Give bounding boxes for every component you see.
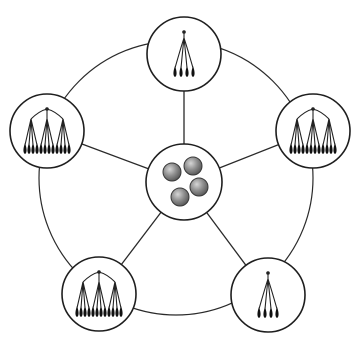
- satellite-circle: [62, 257, 136, 331]
- spoke-upper-right: [219, 145, 278, 168]
- satellite-lower-right: [231, 258, 305, 332]
- satellite-circle: [276, 94, 350, 168]
- sphere-icon: [171, 188, 189, 206]
- spoke-lower-left: [121, 212, 161, 264]
- sphere-icon: [184, 157, 202, 175]
- spoke-lower-right: [207, 212, 246, 265]
- satellite-upper-left: [10, 94, 84, 168]
- satellite-circle: [10, 94, 84, 168]
- sphere-icon: [163, 163, 181, 181]
- spoke-upper-left: [82, 144, 149, 169]
- sphere-icon: [190, 178, 208, 196]
- satellite-lower-left: [62, 257, 136, 331]
- satellite-upper-right: [276, 94, 350, 168]
- satellite-circle: [231, 258, 305, 332]
- hub-node: [146, 144, 222, 220]
- hub-circle: [146, 144, 222, 220]
- satellite-top: [147, 17, 221, 91]
- satellite-circle: [147, 17, 221, 91]
